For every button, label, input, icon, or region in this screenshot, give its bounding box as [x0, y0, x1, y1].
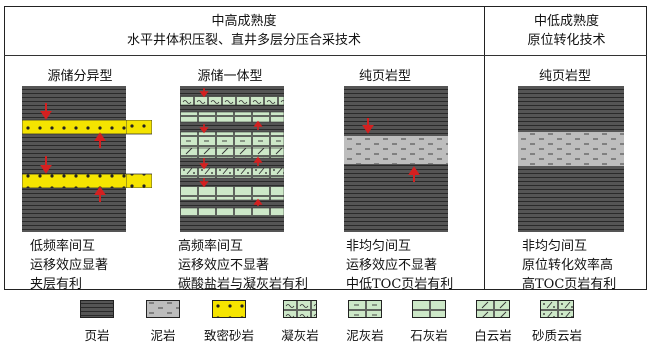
column-pure-shale-diagram: [344, 86, 448, 232]
sandy-dolomite-layer: [180, 167, 284, 179]
legend-label-tight-sandstone: 致密砂岩: [203, 328, 254, 343]
legend-label-tuff: 凝灰岩: [281, 328, 319, 343]
column-description-pure-shale-in-situ: 非均匀间互 原位转化效率高 高TOC页岩有利: [522, 237, 616, 294]
shale-layer: [22, 86, 126, 232]
marl-layer: [180, 131, 284, 151]
mudstone-layer: [518, 132, 624, 166]
description-line: 原位转化效率高: [522, 258, 614, 273]
migration-arrows: [362, 118, 420, 182]
description-line: 非均匀间互: [522, 239, 588, 254]
description-line: 运移效应不显著: [178, 258, 270, 273]
maturity-divider: [484, 6, 485, 290]
legend-dolomite-swatch: [476, 300, 510, 318]
limestone-layer: [180, 111, 284, 123]
legend-label-mudstone: 泥岩: [150, 328, 176, 343]
column-title-pure-shale-in-situ: 纯页岩型: [538, 69, 591, 84]
column-title-source-reservoir-separated: 源储分异型: [47, 69, 113, 84]
column-description-source-reservoir-integrated: 高频率间互 运移效应不显著 碳酸盐岩与凝灰岩有利: [178, 237, 308, 294]
description-line: 低频率间互: [30, 239, 96, 254]
migration-arrows: [40, 103, 106, 202]
legend-tight-sandstone-swatch: [212, 300, 246, 318]
header-mid-low-maturity: 中低成熟度 原位转化技术: [486, 12, 647, 50]
tight-sandstone-interlayer: [22, 173, 126, 189]
description-line: 夹层有利: [30, 277, 83, 292]
legend-label-dolomite: 白云岩: [474, 328, 512, 343]
description-line: 运移效应不显著: [346, 258, 438, 273]
column-title-pure-shale: 纯页岩型: [358, 69, 411, 84]
migration-arrows: [199, 88, 263, 206]
legend-mudstone-swatch: [146, 300, 180, 318]
description-line: 高频率间互: [178, 239, 244, 254]
description-line: 碳酸盐岩与凝灰岩有利: [178, 277, 309, 292]
legend-limestone-swatch: [412, 300, 446, 318]
header-left-line1: 中高成熟度: [211, 14, 277, 29]
legend-shale-swatch: [80, 300, 114, 318]
legend-label-shale: 页岩: [84, 328, 110, 343]
legend-label-limestone: 石灰岩: [410, 328, 448, 343]
mudstone-layer: [344, 136, 448, 164]
column-source-reservoir-integrated-diagram: [180, 86, 284, 232]
header-right-line1: 中低成熟度: [533, 14, 599, 29]
column-description-pure-shale: 非均匀间互 运移效应不显著 中低TOC页岩有利: [346, 237, 453, 294]
description-line: 高TOC页岩有利: [522, 277, 617, 292]
header-right-line2: 原位转化技术: [527, 33, 606, 48]
column-pure-shale-in-situ-diagram: [518, 86, 624, 232]
description-line: 中低TOC页岩有利: [346, 277, 454, 292]
description-line: 运移效应显著: [30, 258, 109, 273]
description-line: 非均匀间互: [346, 239, 412, 254]
tight-sandstone-interlayer: [22, 119, 126, 135]
legend-tuff-swatch: [283, 300, 317, 318]
column-title-source-reservoir-integrated: 源储一体型: [197, 69, 263, 84]
legend-label-sandy-dolomite: 砂质云岩: [531, 328, 582, 343]
legend-sandy-dolomite-swatch: [540, 300, 574, 318]
limestone-layer: [180, 185, 284, 201]
header-mid-high-maturity: 中高成熟度 水平井体积压裂、直井多层分压合采技术: [4, 12, 484, 50]
sandstone-extension: [126, 120, 152, 188]
legend-label-marl: 泥灰岩: [346, 328, 384, 343]
header-left-line2: 水平井体积压裂、直井多层分压合采技术: [126, 33, 361, 48]
column-source-reservoir-separated-diagram: [22, 86, 126, 232]
limestone-layer: [180, 207, 284, 218]
dolomite-layer: [180, 147, 284, 159]
column-description-source-reservoir-separated: 低频率间互 运移效应显著 夹层有利: [30, 237, 108, 294]
legend-marl-swatch: [348, 300, 382, 318]
tuff-layer: [180, 95, 284, 106]
header-divider: [4, 55, 647, 56]
diagram-frame: [4, 6, 647, 290]
